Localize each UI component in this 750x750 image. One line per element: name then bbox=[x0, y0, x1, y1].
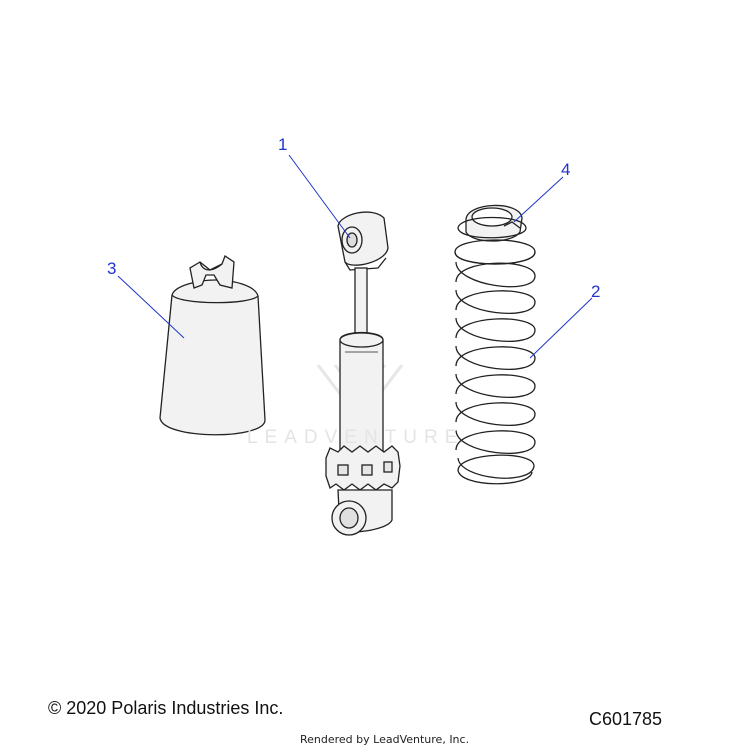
leader-line-1 bbox=[288, 154, 351, 239]
callout-3[interactable]: 3 bbox=[107, 259, 117, 278]
watermark-text: LEADVENTURE bbox=[247, 427, 465, 448]
copyright-text: © 2020 Polaris Industries Inc. bbox=[48, 698, 284, 718]
leader-line-3 bbox=[117, 275, 185, 339]
callout-4[interactable]: 4 bbox=[561, 160, 571, 179]
callout-2[interactable]: 2 bbox=[591, 282, 601, 301]
leader-line-2 bbox=[529, 297, 593, 359]
shock-boot-cover bbox=[159, 255, 266, 436]
callout-1[interactable]: 1 bbox=[278, 135, 288, 154]
leader-line-4 bbox=[513, 176, 564, 223]
rendered-by-text: Rendered by LeadVenture, Inc. bbox=[300, 733, 470, 746]
coil-spring bbox=[454, 239, 536, 485]
spring-retainer bbox=[457, 204, 527, 242]
diagram-code: C601785 bbox=[589, 709, 663, 729]
callout-leaders bbox=[117, 154, 593, 359]
shock-absorber bbox=[325, 211, 401, 536]
